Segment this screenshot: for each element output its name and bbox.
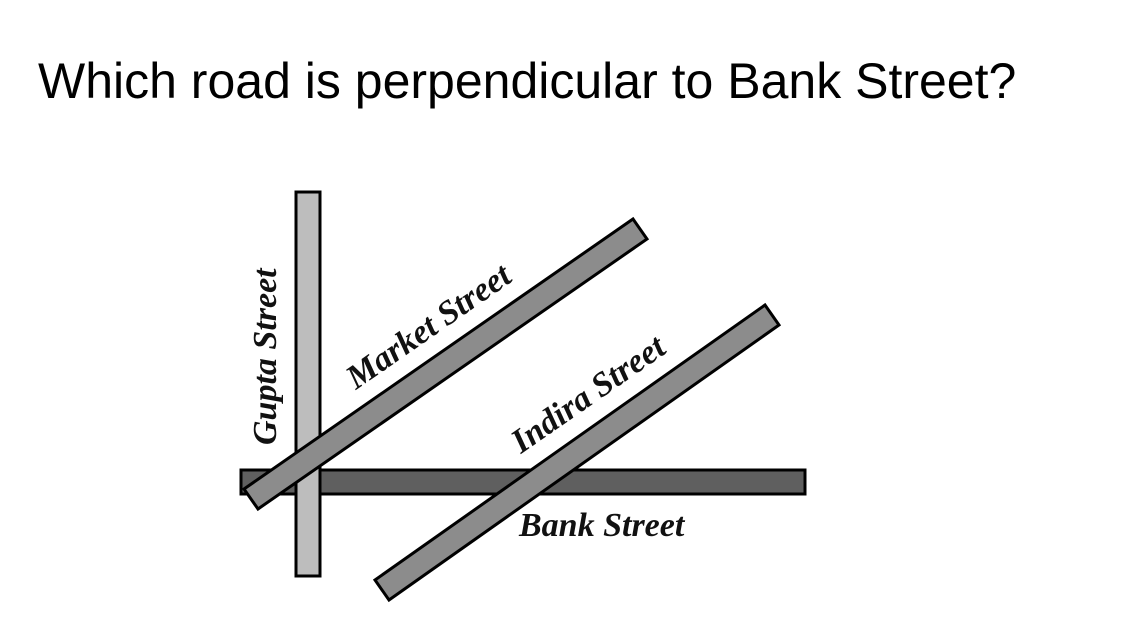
indira-street-road [372, 302, 782, 603]
bank-street-label: Bank Street [518, 507, 686, 544]
question-text: Which road is perpendicular to Bank Stre… [38, 53, 1017, 109]
market-street-road [241, 216, 650, 512]
gupta-street-label: Gupta Street [247, 267, 284, 445]
gupta-street-road [294, 190, 322, 578]
